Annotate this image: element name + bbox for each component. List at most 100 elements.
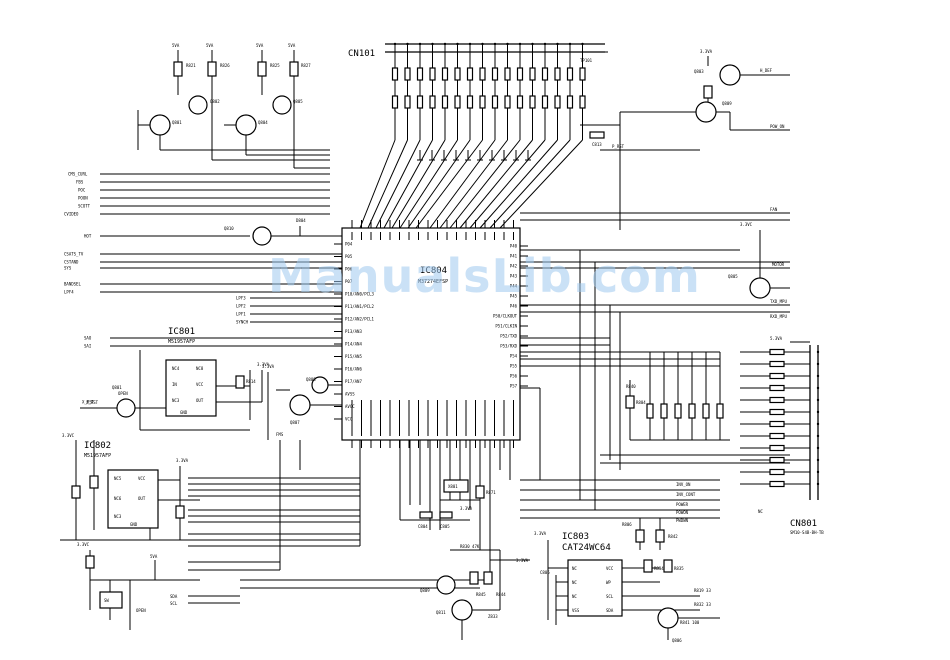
ic804-right-pin: P44 <box>510 284 518 289</box>
left-signal-label: LPF3 <box>236 296 246 301</box>
ic804-left-pin: P06 <box>345 267 353 272</box>
svg-text:GND: GND <box>180 410 188 415</box>
cn101-bus <box>359 52 586 229</box>
ic804-left-pin: P07 <box>345 279 353 284</box>
svg-text:3.3VA: 3.3VA <box>257 362 270 367</box>
ic804-left-pin: P12/AN2/PCL1 <box>345 317 374 322</box>
ic804-left-pin: P13/AN3 <box>345 329 362 334</box>
left-signal-label: CSTAND <box>64 260 79 265</box>
svg-text:Q801: Q801 <box>172 120 182 125</box>
powon-label: POW_ON <box>770 124 785 129</box>
svg-text:Z833: Z833 <box>488 614 498 619</box>
svg-text:R826: R826 <box>220 63 230 68</box>
power-label: POWER <box>676 502 689 507</box>
svg-text:NC: NC <box>572 594 577 599</box>
svg-text:NC: NC <box>758 509 763 514</box>
svg-text:3.3VC: 3.3VC <box>77 542 90 547</box>
svg-text:Q805: Q805 <box>293 99 303 104</box>
ic804-right-pin: P42 <box>510 264 518 269</box>
svg-text:5VA: 5VA <box>150 554 158 559</box>
ic804-right-pin: P57 <box>510 384 518 389</box>
ic804-right-pin: P55 <box>510 364 518 369</box>
svg-text:R871: R871 <box>486 490 496 495</box>
open-label-1: OPEN <box>118 391 128 396</box>
svg-text:R819 33: R819 33 <box>694 588 711 593</box>
svg-text:Q810: Q810 <box>224 226 234 231</box>
svg-text:R806: R806 <box>622 522 632 527</box>
ic803-part: CAT24WC64 <box>562 543 611 553</box>
xrst-label: X_RST <box>86 400 99 405</box>
open-label-2: OPEN <box>136 608 146 613</box>
svg-text:NC: NC <box>572 566 577 571</box>
left-signal-label: SCOTT <box>78 204 91 209</box>
ic804-right-pin: P53/RXD <box>500 344 517 349</box>
svg-text:X801: X801 <box>448 484 458 489</box>
ic804-left-pin: P14/AN4 <box>345 342 362 347</box>
svg-text:OUT: OUT <box>196 398 204 403</box>
left-signal-label: CMS_CURL <box>68 172 88 177</box>
ic804-left-pin: P11/AN1/PCL2 <box>345 304 374 309</box>
ic804-left-pin: P15/AN5 <box>345 354 362 359</box>
left-signal-label: LPF2 <box>236 304 246 309</box>
svg-text:C806: C806 <box>540 570 550 575</box>
sda-label: SDA <box>170 594 178 599</box>
svg-text:SW: SW <box>104 598 109 603</box>
ic803-eeprom: IC803 CAT24WC64 NC VCC NC WP NC SCL VSS … <box>534 531 720 643</box>
svg-text:5.3VA: 5.3VA <box>770 336 783 341</box>
ic804-left-pin: P04 <box>345 242 353 247</box>
left-signal-label: SAO <box>84 336 92 341</box>
svg-text:NC6: NC6 <box>114 496 122 501</box>
left-signal-label: SYS <box>64 266 72 271</box>
ic804-right-pin: P43 <box>510 274 518 279</box>
left-signal-label: FBS <box>76 180 84 185</box>
svg-text:NC: NC <box>572 580 577 585</box>
right-middle-wires: FAN MOTOR Q805 3.3VC TXD_MPU RXD_MPU R80… <box>520 207 790 510</box>
ic804-left-pin: AVSS <box>345 392 355 397</box>
ic802-ref: IC802 <box>84 441 111 451</box>
powon2-label: POWON <box>676 510 689 515</box>
ic802-reset: IC802 M51957AFP NC5 VCC NC6 OUT NC3 GND … <box>60 433 200 630</box>
ic804-left-pin: VCC <box>345 417 353 422</box>
svg-text:R840: R840 <box>626 384 636 389</box>
svg-text:3.3VA: 3.3VA <box>700 49 713 54</box>
ic804-right-pin: P46 <box>510 304 518 309</box>
svg-text:Q803: Q803 <box>694 69 704 74</box>
svg-text:3.3VA: 3.3VA <box>534 531 547 536</box>
svg-text:R814: R814 <box>246 379 256 384</box>
ic804-right-pin: P45 <box>510 294 518 299</box>
top-right-driver: 3.3VA Q803 H_DEF Q809 POW_ON C813 P_RST <box>580 49 790 230</box>
cn101-label: CN101 <box>348 49 375 59</box>
ic804-bottom-bus: X801 C804 C805 3.3VA R871 R830 47K 3.3VA <box>399 440 530 580</box>
q807-q808: Q807 Q808 3.3VA <box>262 364 342 440</box>
svg-text:NC5: NC5 <box>114 476 122 481</box>
svg-text:3.3VA: 3.3VA <box>262 364 275 369</box>
txd-label: TXD_MPU <box>770 299 787 304</box>
svg-text:VCC: VCC <box>606 566 614 571</box>
svg-text:Q808: Q808 <box>306 377 316 382</box>
motor-label: MOTOR <box>772 262 785 267</box>
ic804-left-pin: P10/AN0/PCL3 <box>345 292 374 297</box>
svg-text:Q801: Q801 <box>112 385 122 390</box>
svg-text:R821: R821 <box>186 63 196 68</box>
top-left-driver: 5VA 5VA 5VA 5VA R821 R826 R825 R827 Q801… <box>137 43 330 169</box>
bottom-transistors: Q809 Q811 R845 R844 Z833 <box>420 550 506 640</box>
svg-text:Q811: Q811 <box>436 610 446 615</box>
svg-text:GND: GND <box>130 522 138 527</box>
svg-text:5VA: 5VA <box>172 43 180 48</box>
cn101-connector: CN101 TP101 <box>348 42 608 63</box>
svg-text:SCL: SCL <box>606 594 614 599</box>
svg-text:R844: R844 <box>496 592 506 597</box>
fan-label: FAN <box>770 207 778 212</box>
svg-text:NC4: NC4 <box>172 366 180 371</box>
svg-text:Q809: Q809 <box>420 588 430 593</box>
cn801-connector: 5.3VA CN801 SM10-S4B-BH-TB NC <box>740 336 824 535</box>
svg-text:VCC: VCC <box>196 382 204 387</box>
ic804-right-pin: P51/CLKIN <box>495 324 517 329</box>
prst-label: P_RST <box>612 144 625 149</box>
invcont-label: INV_CONT <box>676 492 696 497</box>
left-signal-label: SAI <box>84 344 92 349</box>
ic804-right-pin: P54 <box>510 354 518 359</box>
svg-text:R830 47K: R830 47K <box>460 544 480 549</box>
svg-text:R825: R825 <box>270 63 280 68</box>
